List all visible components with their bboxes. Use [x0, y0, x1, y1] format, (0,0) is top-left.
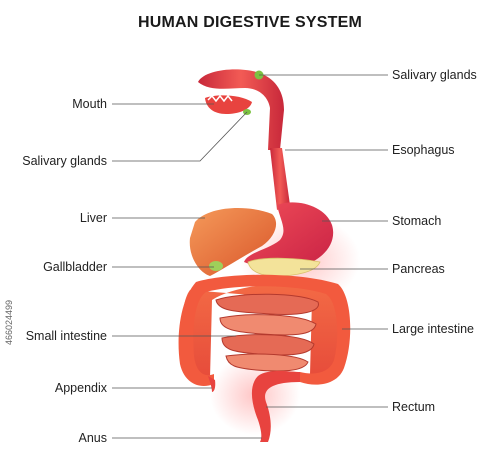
large-intestine-outer — [178, 274, 351, 386]
label-salivary-glands-right: Salivary glands — [392, 68, 477, 82]
leader-salivary-left — [112, 111, 248, 162]
appendix-shape — [208, 376, 216, 392]
leader-lines — [112, 74, 388, 439]
small-intestine-coils — [215, 293, 319, 372]
label-anus: Anus — [78, 431, 108, 445]
label-pancreas: Pancreas — [392, 262, 445, 276]
label-appendix: Appendix — [54, 381, 107, 395]
rectum-shape — [251, 371, 300, 442]
label-salivary-glands-left: Salivary glands — [22, 154, 107, 168]
diagram-title: HUMAN DIGESTIVE SYSTEM — [138, 14, 362, 31]
stock-id-watermark: 466024499 — [4, 299, 14, 345]
stomach-shape — [244, 202, 334, 269]
teeth-shape — [207, 94, 233, 103]
label-liver: Liver — [79, 211, 107, 225]
pancreas-shape — [247, 257, 321, 277]
liver-shape — [189, 208, 277, 276]
label-mouth: Mouth — [72, 97, 107, 111]
label-large-intestine: Large intestine — [392, 322, 475, 336]
gallbladder-shape — [209, 261, 223, 271]
label-small-intestine: Small intestine — [25, 329, 107, 343]
label-esophagus: Esophagus — [392, 143, 455, 157]
label-gallbladder: Gallbladder — [43, 260, 107, 274]
pharynx-shape — [198, 69, 284, 150]
label-stomach: Stomach — [392, 214, 442, 228]
esophagus-tube — [270, 148, 290, 210]
label-rectum: Rectum — [392, 400, 436, 414]
